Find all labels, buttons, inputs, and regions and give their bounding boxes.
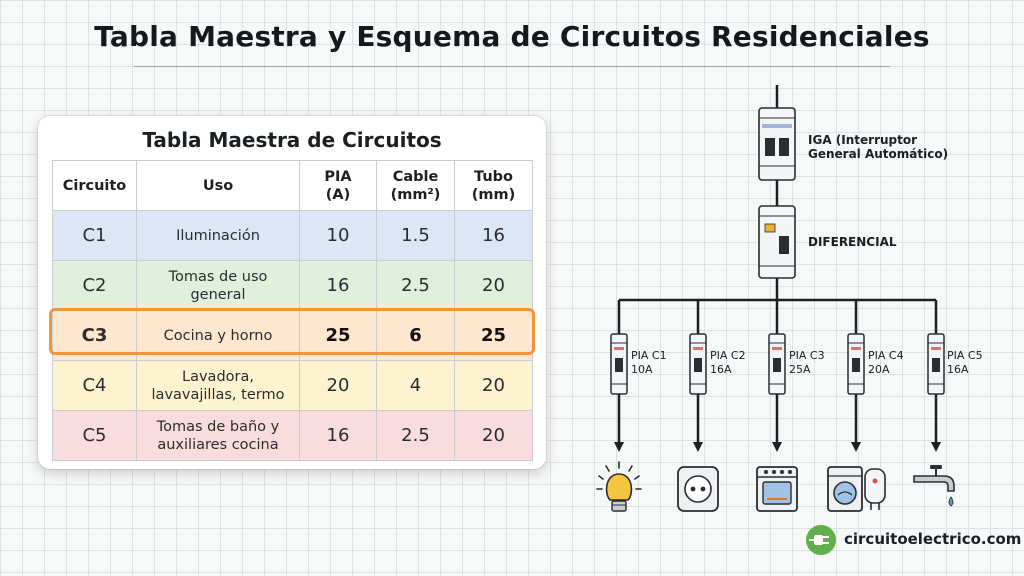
diferencial-device (758, 205, 796, 279)
table-row: C4 Lavadora,lavavajillas, termo 20 4 20 (52, 360, 533, 411)
cell-pia: 16 (299, 260, 377, 311)
cell-tubo: 20 (454, 360, 533, 411)
cell-cable: 2.5 (376, 260, 455, 311)
washer-heater-icon (827, 466, 886, 512)
pia-breaker-5 (927, 300, 945, 452)
circuit-table-card: Tabla Maestra de Circuitos Circuito Uso … (38, 116, 546, 469)
cell-circuito: C5 (52, 410, 137, 461)
cell-cable: 2.5 (376, 410, 455, 461)
header-uso: Uso (136, 160, 300, 211)
iga-breaker (758, 107, 796, 181)
cell-tubo: 20 (454, 260, 533, 311)
cell-tubo: 20 (454, 410, 533, 461)
diferencial-label: DIFERENCIAL (808, 235, 897, 249)
table-row: C1 Iluminación 10 1.5 16 (52, 210, 533, 261)
cell-cable: 4 (376, 360, 455, 411)
header-tubo: Tubo(mm) (454, 160, 533, 211)
cell-circuito: C4 (52, 360, 137, 411)
header-cable: Cable(mm²) (376, 160, 455, 211)
socket-icon (677, 466, 719, 512)
oven-icon (756, 466, 798, 512)
cell-pia: 16 (299, 410, 377, 461)
cell-pia: 10 (299, 210, 377, 261)
cell-uso: Lavadora,lavavajillas, termo (136, 360, 300, 411)
cell-uso: Iluminación (136, 210, 300, 261)
pia-breaker-2 (689, 300, 707, 452)
cell-circuito: C2 (52, 260, 137, 311)
cell-pia: 20 (299, 360, 377, 411)
table-header-row: Circuito Uso PIA(A) Cable(mm²) Tubo(mm) (52, 160, 533, 211)
cell-cable: 1.5 (376, 210, 455, 261)
brand-link[interactable]: circuitoelectrico.com (844, 530, 1022, 548)
header-circuito: Circuito (52, 160, 137, 211)
header-pia: PIA(A) (299, 160, 377, 211)
cell-tubo: 16 (454, 210, 533, 261)
circuit-table: Circuito Uso PIA(A) Cable(mm²) Tubo(mm) … (52, 160, 533, 461)
plug-logo-icon (806, 525, 836, 555)
title-divider (134, 66, 890, 67)
page-title: Tabla Maestra y Esquema de Circuitos Res… (94, 20, 930, 53)
pia-breaker-1 (610, 300, 628, 452)
table-title: Tabla Maestra de Circuitos (142, 128, 442, 152)
cell-circuito: C1 (52, 210, 137, 261)
pia-breaker-3 (768, 300, 786, 452)
pia-breaker-4 (847, 300, 865, 452)
faucet-icon (913, 465, 955, 507)
bulb-icon (596, 461, 642, 512)
